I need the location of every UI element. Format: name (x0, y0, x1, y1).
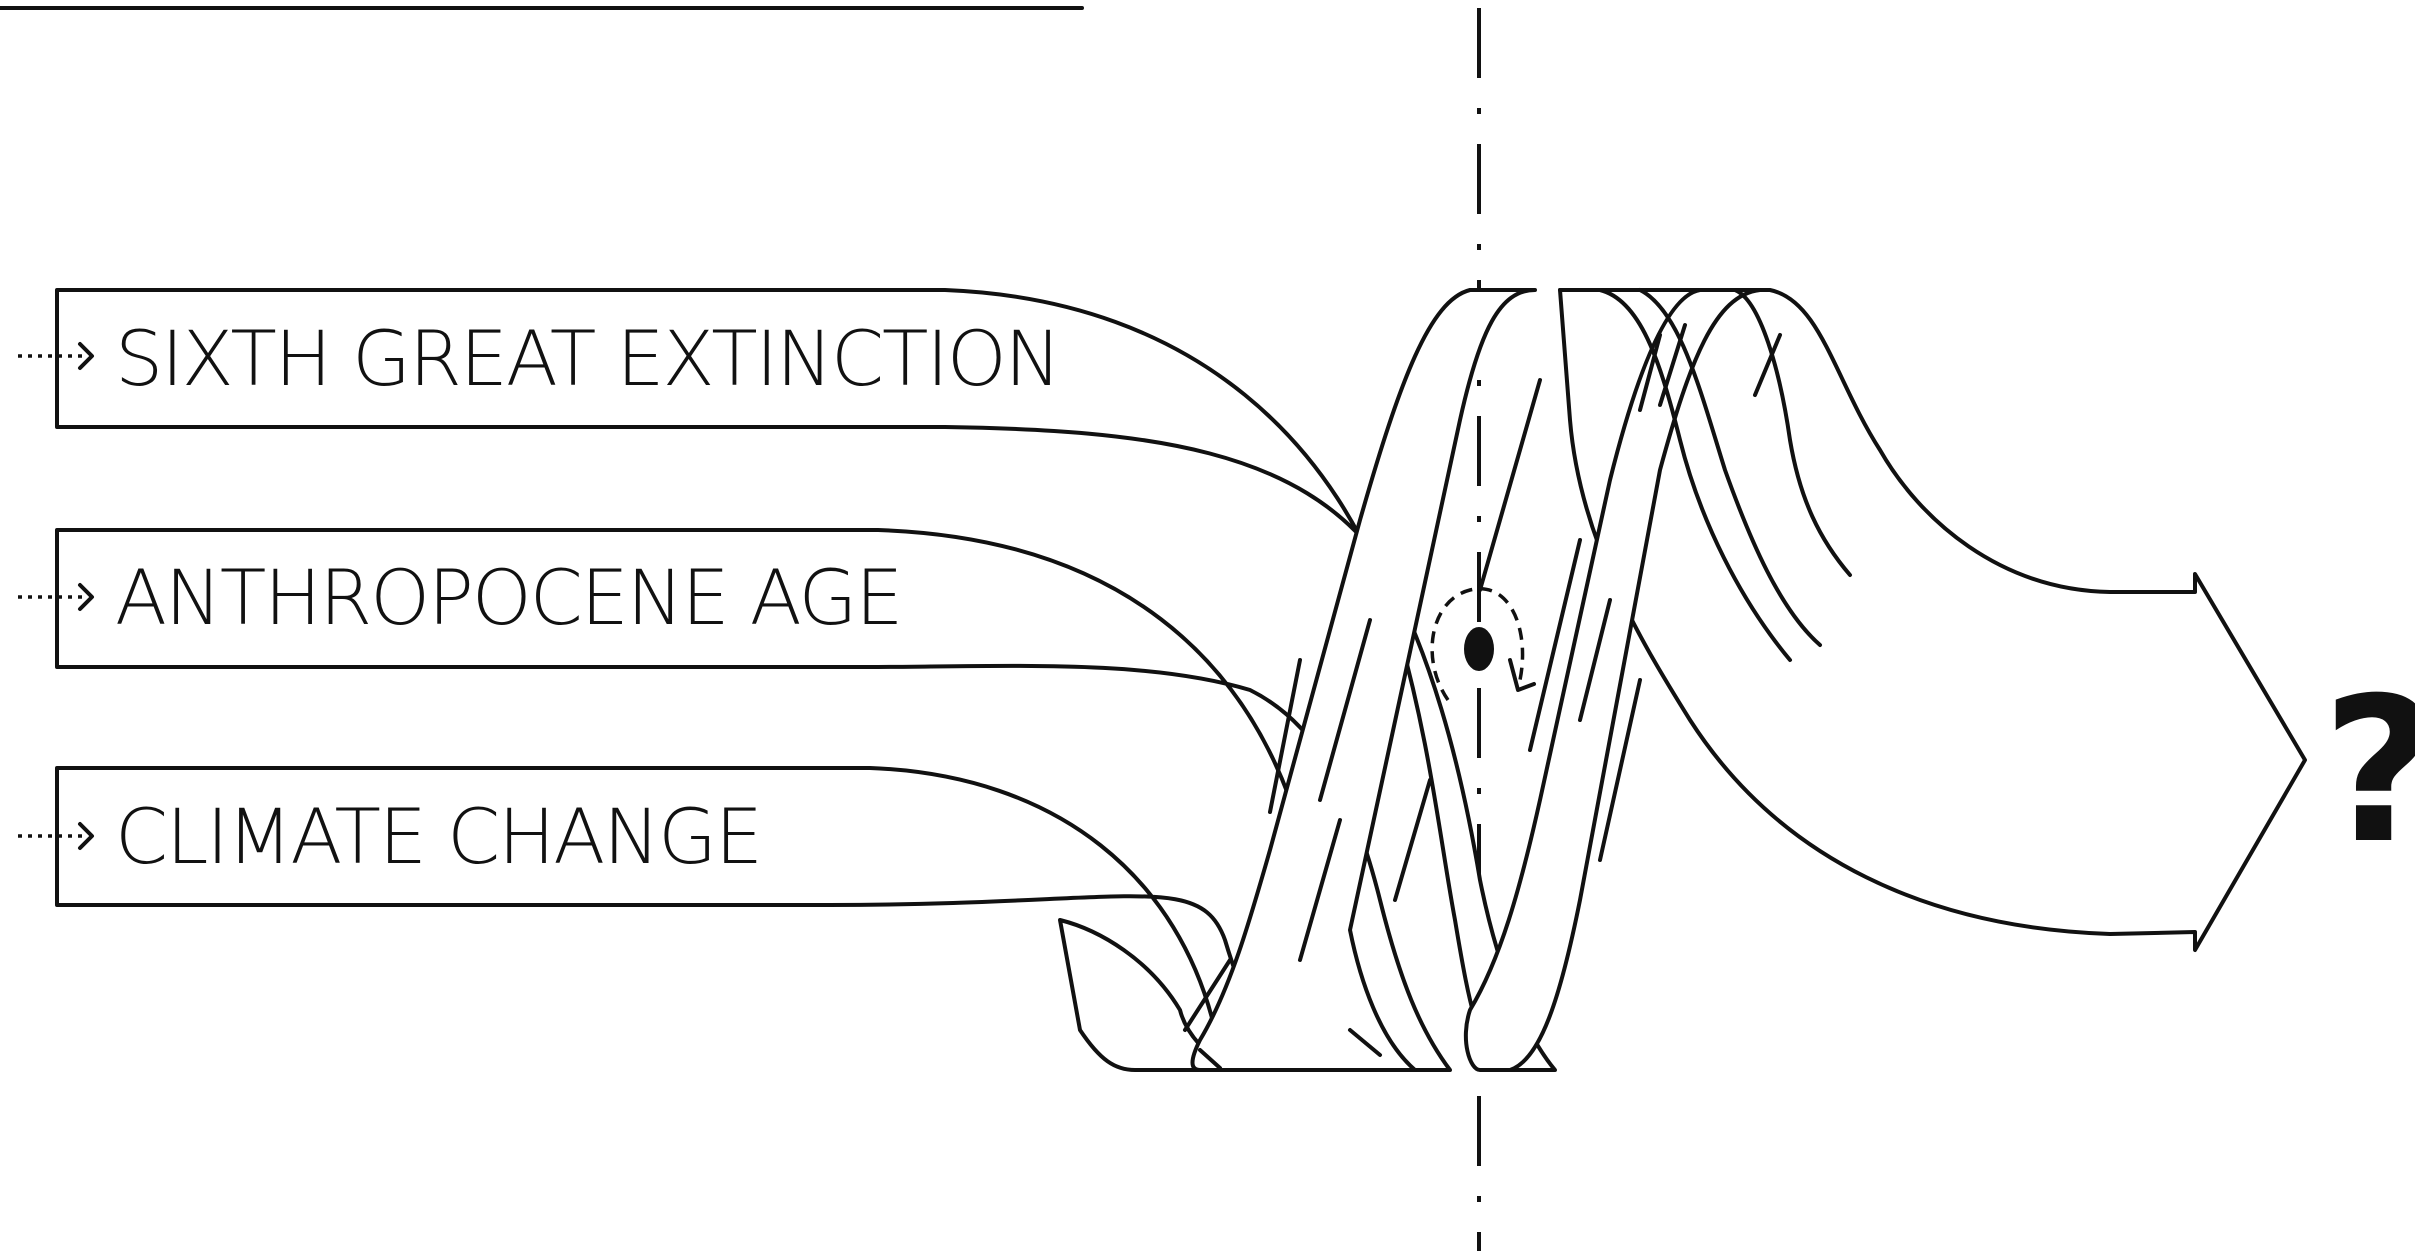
label-anthropocene-age: ANTHROPOCENE AGE (115, 553, 901, 642)
helix-hatching (1183, 323, 1782, 1070)
input-marker-2 (18, 530, 94, 667)
output-arrow (1558, 288, 2307, 952)
helix-top-loop-1 (1558, 288, 1792, 662)
input-marker-1 (18, 290, 94, 427)
rotation-indicator (1430, 586, 1536, 702)
outcome-question-mark: ? (2322, 655, 2415, 888)
label-climate-change: CLIMATE CHANGE (115, 792, 761, 881)
band-sixth-great-extinction (55, 288, 1557, 1072)
helix-top-loop-2 (1698, 288, 1852, 577)
helix-top-loop-3 (1638, 288, 1822, 647)
band-anthropocene-age (55, 528, 1452, 1072)
helix-front-strand-1 (1190, 288, 1537, 1072)
input-marker-3 (18, 768, 94, 905)
helix-front-strand-2 (1463, 288, 1762, 1072)
label-sixth-great-extinction: SIXTH GREAT EXTINCTION (115, 314, 1060, 403)
